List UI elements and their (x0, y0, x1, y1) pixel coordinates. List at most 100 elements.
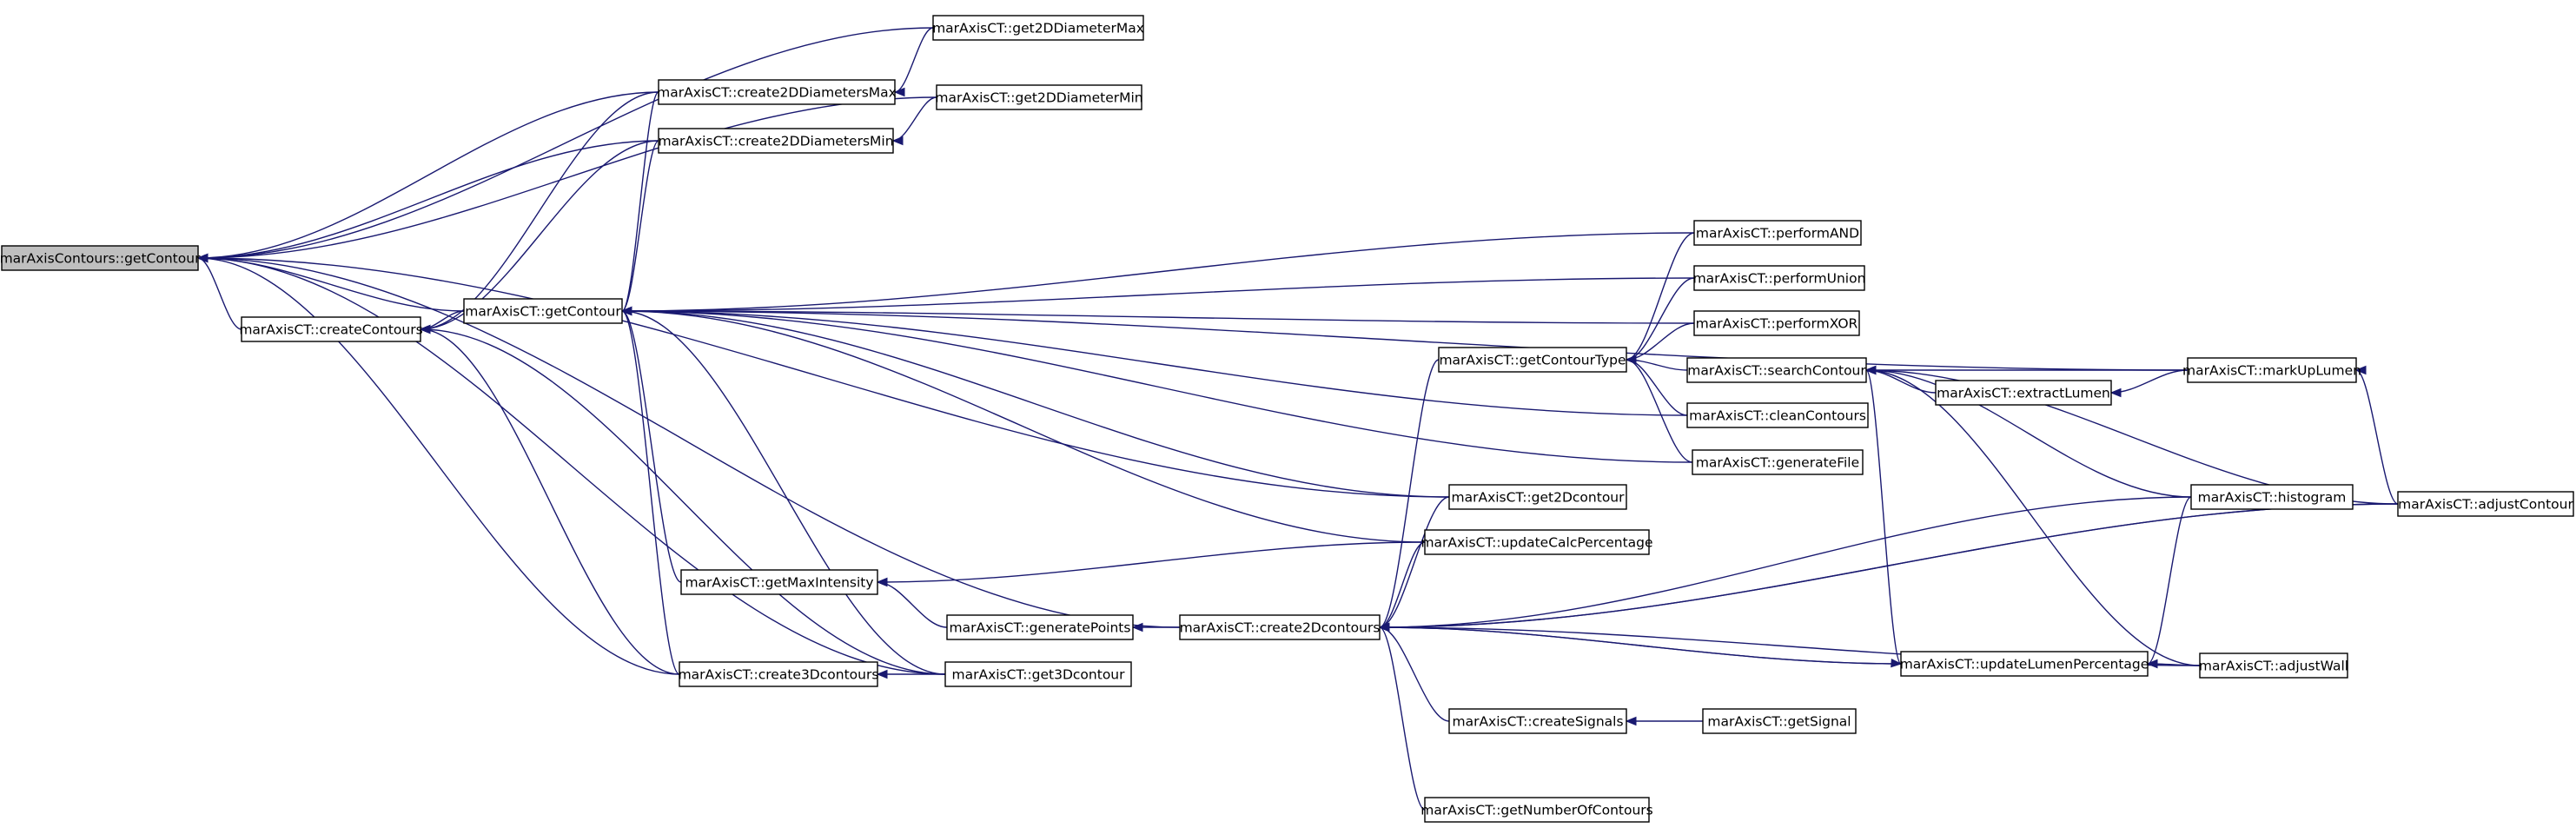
node-label: marAxisCT::get2Dcontour (1452, 490, 1626, 506)
edge-get2DDiameterMin-to-create2DDiametersMin (891, 96, 937, 146)
node-performAND[interactable]: marAxisCT::performAND (1693, 220, 1862, 246)
node-label: marAxisCT::create2Dcontours (1180, 620, 1381, 636)
edge-create2Dcontours-to-root (196, 253, 1181, 628)
node-label: marAxisCT::updateLumenPercentage (1900, 657, 2149, 672)
node-layer: marAxisContours::getContourmarAxisCT::cr… (0, 15, 2574, 823)
edge-get2DDiameterMin-to-root (196, 96, 937, 263)
node-get2DDiameterMax[interactable]: marAxisCT::get2DDiameterMax (932, 15, 1144, 41)
edge-updateLumenPercentage-to-searchContour (1864, 365, 1902, 665)
node-getContourType[interactable]: marAxisCT::getContourType (1438, 347, 1627, 373)
node-getMaxIntensity[interactable]: marAxisCT::getMaxIntensity (680, 569, 878, 595)
edge-layer (196, 27, 2399, 811)
node-label: marAxisCT::generateFile (1696, 455, 1859, 471)
node-label: marAxisCT::getMaxIntensity (685, 575, 873, 591)
node-createContours[interactable]: marAxisCT::createContours (239, 316, 423, 342)
node-label: marAxisCT::getNumberOfContours (1420, 803, 1653, 818)
node-create2DDiametersMin[interactable]: marAxisCT::create2DDiametersMin (658, 128, 894, 154)
node-adjustWall[interactable]: marAxisCT::adjustWall (2199, 652, 2348, 679)
node-label: marAxisCT::performUnion (1693, 271, 1866, 287)
edge-create2DDiametersMax-to-getContour (620, 91, 659, 316)
edge-create2DDiametersMin-to-root (196, 140, 659, 263)
node-create3Dcontours[interactable]: marAxisCT::create3Dcontours (679, 661, 879, 687)
node-get3Dcontour[interactable]: marAxisCT::get3Dcontour (944, 661, 1132, 687)
node-create2DDiametersMax[interactable]: marAxisCT::create2DDiametersMax (657, 79, 897, 105)
node-label: marAxisCT::getContour (465, 304, 621, 320)
node-label: marAxisCT::searchContour (1687, 363, 1866, 379)
edge-adjustWall-to-updateLumenPercentage (2146, 659, 2201, 669)
node-markUpLumen[interactable]: marAxisCT::markUpLumen (2182, 357, 2361, 383)
node-label: marAxisCT::updateCalcPercentage (1420, 535, 1652, 551)
node-searchContour[interactable]: marAxisCT::searchContour (1686, 357, 1867, 383)
edge-adjustContour-to-create2Dcontours (1378, 503, 2399, 633)
edge-createContours-to-root (196, 253, 242, 330)
node-label: marAxisCT::get2DDiameterMin (935, 90, 1142, 106)
edge-performUnion-to-getContour (620, 277, 1695, 316)
edge-updateCalcPercentage-to-getContour (620, 306, 1426, 543)
node-performXOR[interactable]: marAxisCT::performXOR (1693, 310, 1860, 336)
node-label: marAxisCT::adjustContour (2398, 497, 2573, 513)
node-label: marAxisCT::create2DDiametersMin (658, 134, 893, 149)
edge-generateFile-to-getContourType (1625, 354, 1693, 463)
edge-performAND-to-getContour (620, 232, 1695, 316)
node-performUnion[interactable]: marAxisCT::performUnion (1693, 265, 1866, 291)
node-createSignals[interactable]: marAxisCT::createSignals (1448, 708, 1627, 734)
node-get2Dcontour[interactable]: marAxisCT::get2Dcontour (1448, 484, 1627, 510)
node-label: marAxisCT::histogram (2198, 490, 2347, 506)
edge-adjustContour-to-create2Dcontours (1378, 503, 2399, 633)
edge-getMaxIntensity-to-getContour (620, 306, 682, 583)
node-label: marAxisCT::createSignals (1452, 714, 1623, 730)
node-label: marAxisCT::getContourType (1439, 353, 1626, 368)
edge-performXOR-to-getContourType (1625, 322, 1695, 365)
edge-markUpLumen-to-extractLumen (2109, 369, 2189, 398)
edge-generateFile-to-getContour (620, 306, 1693, 463)
edge-get3Dcontour-to-getContour (620, 306, 946, 675)
node-cleanContours[interactable]: marAxisCT::cleanContours (1686, 402, 1869, 428)
edge-create3Dcontours-to-createContours (419, 324, 680, 675)
node-root[interactable]: marAxisContours::getContour (0, 245, 201, 271)
node-label: marAxisCT::cleanContours (1689, 408, 1866, 424)
edge-updateCalcPercentage-to-getMaxIntensity (876, 541, 1426, 587)
node-getContour[interactable]: marAxisCT::getContour (463, 298, 623, 324)
edge-get3Dcontour-to-create3Dcontours (876, 669, 946, 679)
edge-create2Dcontours-to-updateLumenPercentage (1379, 626, 1903, 668)
node-label: marAxisContours::getContour (0, 251, 201, 267)
edge-histogram-to-create2Dcontours (1378, 496, 2192, 633)
edge-get2Dcontour-to-create2Dcontours (1378, 496, 1450, 633)
node-extractLumen[interactable]: marAxisCT::extractLumen (1935, 380, 2112, 406)
node-label: marAxisCT::performXOR (1696, 316, 1858, 332)
edge-create2DDiametersMax-to-root (196, 91, 659, 263)
node-getSignal[interactable]: marAxisCT::getSignal (1702, 708, 1857, 734)
node-label: marAxisCT::markUpLumen (2182, 363, 2361, 379)
edge-createSignals-to-create2Dcontours (1378, 622, 1450, 722)
edge-getContour-to-createContours (419, 310, 465, 335)
node-label: marAxisCT::create3Dcontours (679, 667, 879, 683)
node-getNumberOfContours[interactable]: marAxisCT::getNumberOfContours (1420, 797, 1653, 823)
node-label: marAxisCT::extractLumen (1937, 386, 2110, 401)
edge-create2Dcontours-to-generatePoints (1131, 622, 1180, 633)
edge-adjustContour-to-markUpLumen (2354, 365, 2399, 505)
node-adjustContour[interactable]: marAxisCT::adjustContour (2397, 491, 2574, 517)
node-updateCalcPercentage[interactable]: marAxisCT::updateCalcPercentage (1420, 529, 1653, 555)
node-label: marAxisCT::get3Dcontour (952, 667, 1126, 683)
edge-markUpLumen-to-getContour (620, 306, 2189, 371)
edge-performUnion-to-getContourType (1625, 277, 1695, 365)
edge-generatePoints-to-getMaxIntensity (876, 577, 948, 628)
node-generatePoints[interactable]: marAxisCT::generatePoints (946, 614, 1134, 640)
node-label: marAxisCT::performAND (1696, 226, 1859, 242)
node-generateFile[interactable]: marAxisCT::generateFile (1692, 449, 1864, 475)
edge-getContour-to-root (196, 253, 465, 312)
node-label: marAxisCT::getSignal (1707, 714, 1851, 730)
edge-getSignal-to-createSignals (1625, 716, 1703, 726)
edge-histogram-to-updateLumenPercentage (2146, 496, 2192, 669)
node-create2Dcontours[interactable]: marAxisCT::create2Dcontours (1179, 614, 1381, 640)
node-label: marAxisCT::createContours (239, 322, 422, 338)
node-get2DDiameterMin[interactable]: marAxisCT::get2DDiameterMin (935, 84, 1143, 110)
node-label: marAxisCT::get2DDiameterMax (932, 21, 1144, 36)
edge-create3Dcontours-to-getContour (620, 306, 680, 675)
node-updateLumenPercentage[interactable]: marAxisCT::updateLumenPercentage (1900, 651, 2149, 677)
edge-create2DDiametersMax-to-createContours (419, 91, 659, 335)
node-histogram[interactable]: marAxisCT::histogram (2190, 484, 2354, 510)
edge-get2Dcontour-to-root (196, 253, 1450, 498)
edge-adjustWall-to-searchContour (1864, 365, 2201, 666)
